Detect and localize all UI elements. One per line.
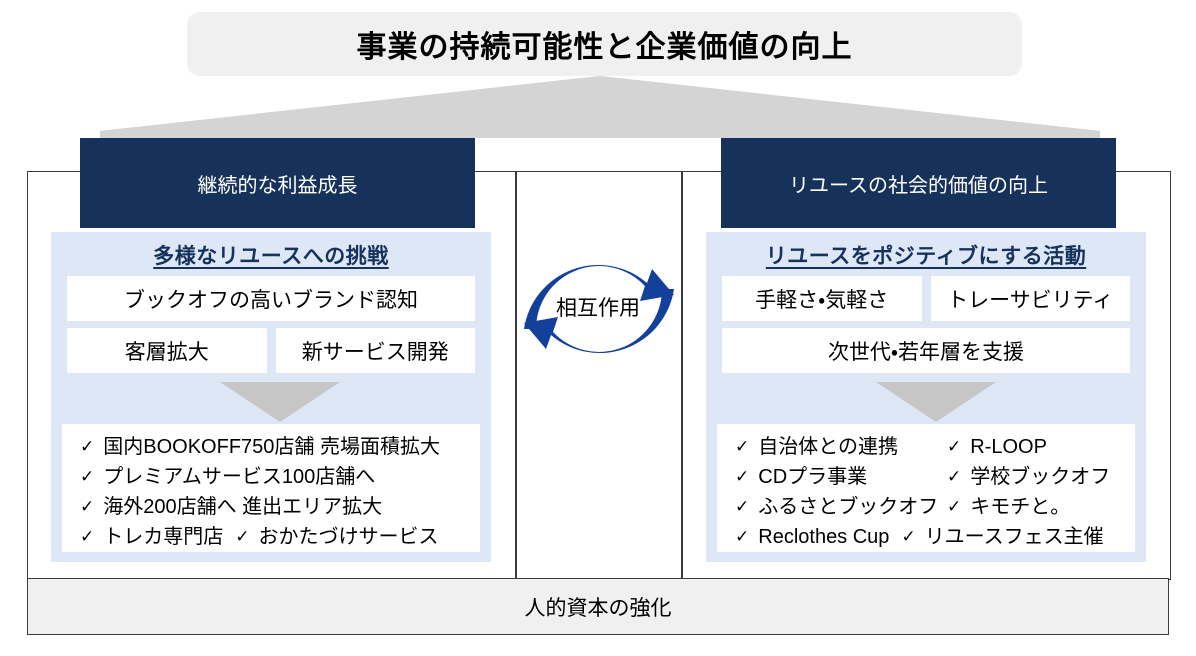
check-icon: ✓ xyxy=(947,497,962,516)
check-icon: ✓ xyxy=(901,527,916,546)
left-pillar-header-label: 継続的な利益成長 xyxy=(197,174,358,197)
check-icon: ✓ xyxy=(80,437,95,456)
right-box-traceability: トレーサビリティ xyxy=(930,276,1130,321)
check-icon: ✓ xyxy=(735,527,750,546)
check-icon: ✓ xyxy=(735,497,750,516)
list-item: ✓ 海外200店舗へ 進出エリア拡大 xyxy=(80,492,466,522)
check-icon: ✓ xyxy=(80,467,95,486)
check-icon: ✓ xyxy=(235,527,250,546)
check-icon: ✓ xyxy=(735,467,750,486)
list-item: ✓ 自治体との連携 ✓ R-LOOP xyxy=(735,432,1121,462)
list-item: ✓ トレカ専門店 ✓ おかたづけサービス xyxy=(80,522,466,552)
list-item-label: トレカ専門店 xyxy=(103,526,224,548)
list-item-label-secondary: R-LOOP xyxy=(970,436,1047,458)
list-item-label: 国内BOOKOFF750店舗 売場面積拡大 xyxy=(103,436,440,458)
left-pillar-header: 継続的な利益成長 xyxy=(80,138,475,228)
list-item: ✓ プレミアムサービス100店舗へ xyxy=(80,462,466,492)
check-icon: ✓ xyxy=(947,467,962,486)
left-bullet-list: ✓ 国内BOOKOFF750店舗 売場面積拡大 ✓ プレミアムサービス100店舗… xyxy=(62,424,480,552)
right-panel-heading: リユースをポジティブにする活動 xyxy=(765,245,1087,268)
right-pillar-header: リユースの社会的価値の向上 xyxy=(721,138,1116,228)
list-item: ✓ ふるさとブックオフ ✓ キモチと。 xyxy=(735,492,1121,522)
interaction-label: 相互作用 xyxy=(556,297,640,320)
list-item-label: ふるさとブックオフ xyxy=(758,496,939,518)
list-item-label: Reclothes Cup xyxy=(758,526,890,548)
foundation-bar: 人的資本の強化 xyxy=(27,578,1169,635)
list-item: ✓ CDプラ事業 ✓ 学校ブックオフ xyxy=(735,462,1121,492)
left-box-newservice: 新サービス開発 xyxy=(275,328,475,373)
right-bullet-list: ✓ 自治体との連携 ✓ R-LOOP ✓ CDプラ事業 ✓ 学校ブックオフ ✓ … xyxy=(717,424,1135,552)
left-box-row-1: ブックオフの高いブランド認知 xyxy=(51,276,491,321)
list-item-label: 海外200店舗へ 進出エリア拡大 xyxy=(103,496,383,518)
right-pillar-header-label: リユースの社会的価値の向上 xyxy=(789,174,1048,197)
left-box-brand: ブックオフの高いブランド認知 xyxy=(67,276,475,321)
left-box-customer: 客層拡大 xyxy=(67,328,267,373)
main-title-box: 事業の持続可能性と企業価値の向上 xyxy=(187,12,1022,76)
right-box-row-2: 次世代・若年層を支援 xyxy=(706,328,1146,373)
arrow-down-icon-left xyxy=(220,382,340,422)
chevron-up-connector xyxy=(100,76,1100,138)
list-item-label-secondary: 学校ブックオフ xyxy=(970,466,1111,488)
foundation-label: 人的資本の強化 xyxy=(524,596,672,620)
list-item-label-secondary: キモチと。 xyxy=(970,496,1071,518)
list-item-label: プレミアムサービス100店舗へ xyxy=(103,466,376,488)
arrow-down-icon-right xyxy=(876,382,996,422)
main-title-text: 事業の持続可能性と企業価値の向上 xyxy=(356,31,853,64)
list-item-label-secondary: おかたづけサービス xyxy=(258,526,439,548)
left-box-row-2: 客層拡大 新サービス開発 xyxy=(51,328,491,373)
list-item-label-secondary: リユースフェス主催 xyxy=(924,526,1104,548)
list-item-label: CDプラ事業 xyxy=(758,466,868,488)
right-box-row-1: 手軽さ・気軽さ トレーサビリティ xyxy=(706,276,1146,321)
left-panel-heading: 多様なリユースへの挑戦 xyxy=(153,245,389,268)
right-box-easiness: 手軽さ・気軽さ xyxy=(722,276,922,321)
list-item: ✓ 国内BOOKOFF750店舗 売場面積拡大 xyxy=(80,432,466,462)
check-icon: ✓ xyxy=(80,497,95,516)
list-item-label: 自治体との連携 xyxy=(758,436,899,458)
check-icon: ✓ xyxy=(735,437,750,456)
circular-arrows-icon xyxy=(524,264,674,354)
check-icon: ✓ xyxy=(947,437,962,456)
check-icon: ✓ xyxy=(80,527,95,546)
right-box-nextgen: 次世代・若年層を支援 xyxy=(722,328,1130,373)
list-item: ✓ Reclothes Cup ✓ リユースフェス主催 xyxy=(735,522,1121,552)
